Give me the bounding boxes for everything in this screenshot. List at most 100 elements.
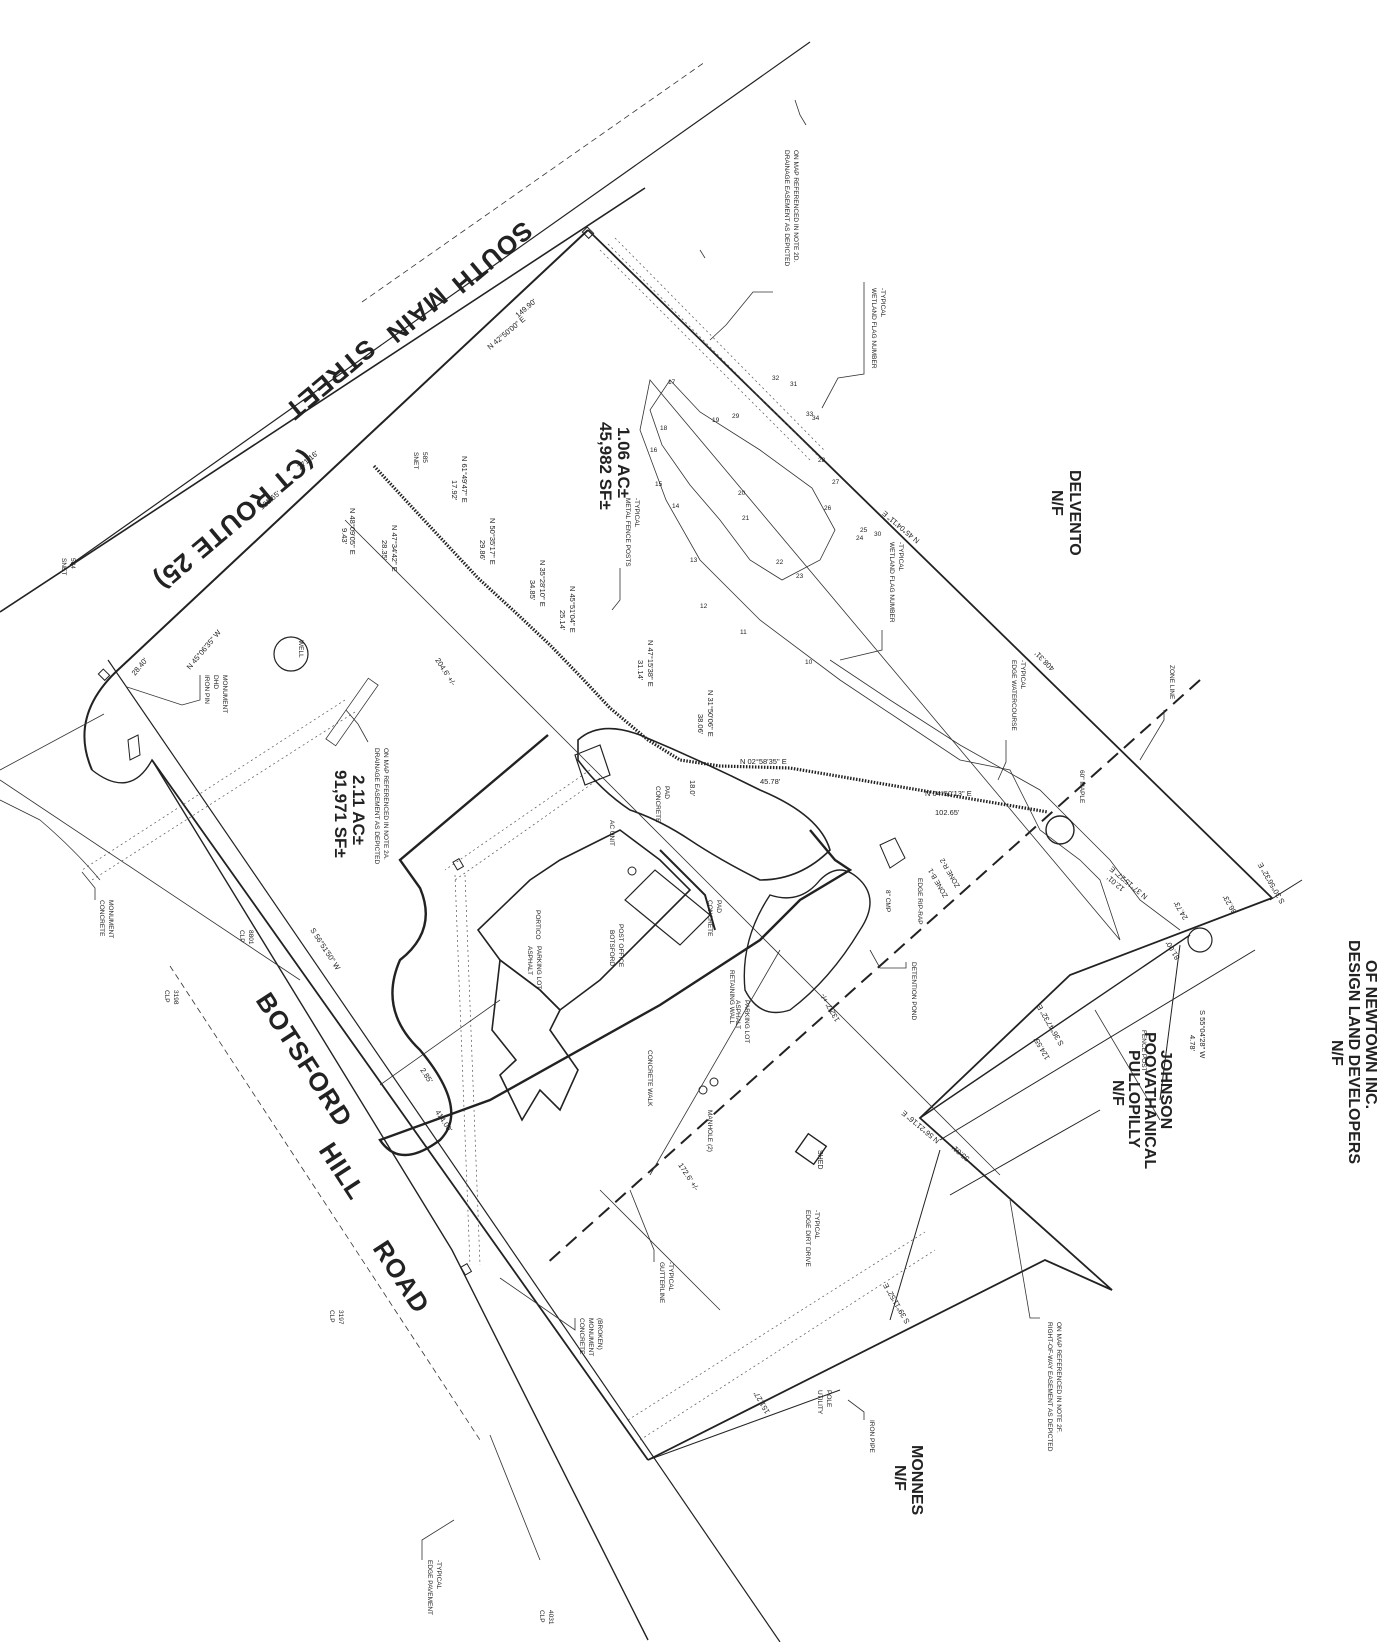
pole-clp8801: CLP 8801 bbox=[238, 930, 254, 945]
flag-24: 24 bbox=[856, 535, 864, 542]
distance-b18: 38.06' bbox=[696, 714, 705, 735]
flag-19: 19 bbox=[712, 417, 720, 424]
pole-snet585: SNET 585 bbox=[412, 452, 428, 469]
owner-name: DESIGN LAND DEVELOPERS bbox=[1345, 940, 1362, 1164]
svg-text:ON MAP REFERENCED IN NOTE 2A.: ON MAP REFERENCED IN NOTE 2A. bbox=[382, 748, 389, 860]
owner-name: PULLOPILLY bbox=[1125, 1050, 1142, 1148]
distance-s36: 124.55' bbox=[1031, 1035, 1051, 1061]
owner-nf: N/F bbox=[891, 1465, 908, 1491]
note-manhole: MANHOLE (2) bbox=[706, 1110, 713, 1152]
svg-text:GUTTERLINE: GUTTERLINE bbox=[658, 1262, 665, 1304]
owner-nf: N/F bbox=[1048, 490, 1065, 516]
dim-24: 24.73' bbox=[1172, 899, 1190, 921]
retaining-wall bbox=[659, 849, 716, 931]
bearing-b12: N 47°34'42" E bbox=[390, 525, 399, 572]
distance-b14: 29.86' bbox=[478, 540, 487, 561]
distance-delvento: 408.31' bbox=[1032, 649, 1056, 673]
note-row-2f: RIGHT-OF-WAY EASEMENT AS DEPICTED ON MAP… bbox=[1046, 1322, 1062, 1452]
row-easement bbox=[627, 1231, 936, 1441]
flag-25: 25 bbox=[860, 527, 868, 534]
road-name-road: ROAD bbox=[367, 1235, 436, 1319]
flag-21: 21 bbox=[742, 515, 750, 522]
svg-text:POST OFFICE: POST OFFICE bbox=[617, 924, 624, 968]
distance-n56: 55.01' bbox=[950, 1143, 972, 1163]
bearing-s39: S 39°11'52" E bbox=[881, 1281, 912, 1325]
road-name-hill: HILL bbox=[313, 1137, 372, 1205]
note-concrete-pad-1: CONCRETE PAD bbox=[654, 786, 670, 823]
svg-text:ASPHALT: ASPHALT bbox=[526, 946, 533, 975]
parking-lot-edge bbox=[378, 734, 853, 1157]
svg-text:IRON PIN: IRON PIN bbox=[203, 675, 210, 704]
svg-text:PARKING LOT: PARKING LOT bbox=[535, 946, 542, 989]
svg-text:MONUMENT: MONUMENT bbox=[107, 900, 114, 938]
svg-text:METAL FENCE POSTS: METAL FENCE POSTS bbox=[624, 498, 631, 567]
note-concrete-walk: CONCRETE WALK bbox=[646, 1050, 653, 1107]
note-concrete-pad-2: CONCRETE PAD bbox=[706, 900, 722, 937]
note-detention: DETENTION POND bbox=[910, 962, 917, 1020]
note-retaining-wall: RETAINING WALL bbox=[728, 970, 735, 1025]
note-fence-post: FENCE POST bbox=[1140, 1030, 1147, 1072]
note-well: WELL bbox=[297, 640, 304, 658]
svg-text:-TYPICAL: -TYPICAL bbox=[667, 1262, 674, 1292]
dim-172: 172.6' +/- bbox=[676, 1161, 701, 1193]
flag-15: 15 bbox=[655, 481, 663, 488]
svg-text:UTILITY: UTILITY bbox=[816, 1390, 823, 1415]
distance-b19: 45.78' bbox=[760, 777, 781, 786]
svg-text:CLP: CLP bbox=[163, 990, 170, 1003]
well-symbol bbox=[273, 636, 309, 672]
bearing-b14: N 50°35'17" E bbox=[488, 518, 497, 565]
svg-text:3198: 3198 bbox=[172, 990, 179, 1005]
svg-text:EDGE PAVEMENT: EDGE PAVEMENT bbox=[426, 1560, 433, 1615]
bearing-s55: S 55°04'28" W bbox=[1198, 1010, 1207, 1059]
note-ac-unit: AC UNIT bbox=[608, 820, 615, 846]
note-wetland-flag-1: WETLAND FLAG NUMBER -TYPICAL bbox=[870, 288, 886, 369]
utility-symbols bbox=[97, 226, 906, 1276]
flag-31: 31 bbox=[790, 381, 798, 388]
bearing-b20: N 04°50'13" E bbox=[925, 789, 972, 798]
flag-18: 18 bbox=[660, 425, 668, 432]
flag-32: 32 bbox=[772, 375, 780, 382]
bearing-b17: N 47°15'38" E bbox=[646, 640, 655, 687]
note-gutterline: GUTTERLINE -TYPICAL bbox=[658, 1262, 674, 1304]
flag-17: 17 bbox=[668, 379, 676, 386]
note-wetland-flag-2: WETLAND FLAG NUMBER -TYPICAL bbox=[888, 542, 904, 623]
dim-2: 2.85' bbox=[418, 1066, 435, 1085]
svg-text:3197: 3197 bbox=[337, 1310, 344, 1325]
svg-text:BOTSFORD: BOTSFORD bbox=[608, 930, 615, 966]
note-utility-pole: UTILITY POLE bbox=[816, 1390, 832, 1415]
distance-b12: 28.35' bbox=[380, 540, 389, 561]
owner-monnes: N/F MONNES bbox=[891, 1445, 925, 1516]
drainage-easement-south bbox=[81, 677, 601, 1266]
svg-text:ON MAP REFERENCED IN NOTE 2D.: ON MAP REFERENCED IN NOTE 2D. bbox=[792, 150, 799, 262]
bearing-b19: N 02°58'35" E bbox=[740, 757, 787, 766]
distance-b20: 102.65' bbox=[935, 808, 960, 817]
svg-text:DRAINAGE EASEMENT AS DEPICTED: DRAINAGE EASEMENT AS DEPICTED bbox=[783, 150, 790, 266]
svg-text:8801: 8801 bbox=[247, 930, 254, 945]
watercourse bbox=[829, 659, 1181, 931]
bearing-b13: N 61°49'47" E bbox=[460, 456, 469, 503]
svg-text:-TYPICAL: -TYPICAL bbox=[1019, 660, 1026, 690]
detention-pond bbox=[743, 869, 871, 1014]
owner-pullopilly: N/F PULLOPILLY POOVATHANICAL JOHNSON bbox=[1109, 1032, 1174, 1169]
zone-line bbox=[544, 679, 1201, 1266]
road-lines bbox=[0, 41, 811, 1642]
note-concrete-monument-2: CONCRETE MONUMENT (BROKEN) bbox=[578, 1318, 603, 1356]
note-shed: SHED bbox=[816, 1150, 823, 1169]
svg-text:-TYPICAL: -TYPICAL bbox=[897, 542, 904, 572]
road-name-street: STREET bbox=[279, 333, 381, 426]
pole-clp3197: CLP 3197 bbox=[328, 1310, 344, 1325]
note-fence-posts: METAL FENCE POSTS -TYPICAL bbox=[624, 498, 640, 567]
note-concrete-monument-1: CONCRETE MONUMENT bbox=[98, 900, 114, 938]
owner-delvento: N/F DELVENTO bbox=[1048, 470, 1083, 556]
svg-text:CONCRETE: CONCRETE bbox=[706, 900, 713, 937]
wetland-boundary bbox=[649, 379, 836, 581]
distance-b16: 25.14' bbox=[558, 610, 567, 631]
bearing-b11: N 48°09'05" E bbox=[348, 508, 357, 555]
svg-text:585: 585 bbox=[421, 452, 428, 463]
maple-tree bbox=[1045, 815, 1075, 845]
svg-text:CLP: CLP bbox=[238, 930, 245, 943]
flag-16: 16 bbox=[650, 447, 658, 454]
note-cmp: 8" CMP bbox=[884, 890, 891, 912]
post-office-building bbox=[476, 744, 711, 1122]
bearing-s56: S 56°51'50" W bbox=[308, 926, 342, 972]
